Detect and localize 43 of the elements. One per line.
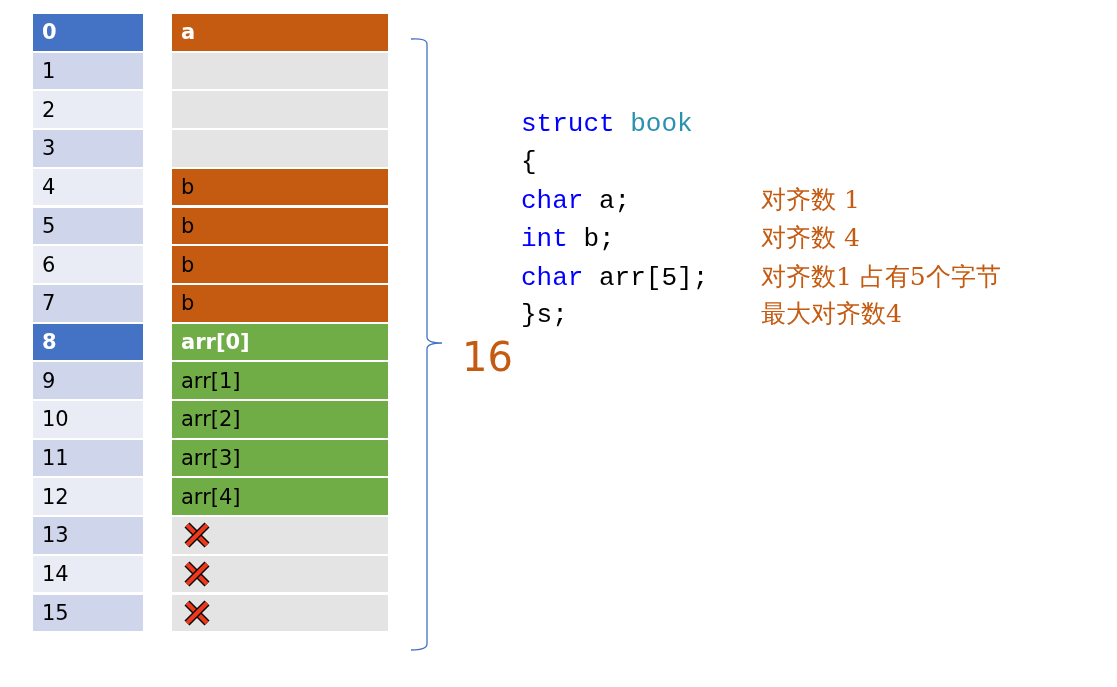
index-cell: 2: [33, 91, 143, 129]
code-comment: 对齐数 1: [761, 187, 860, 212]
code-comment: 最大对齐数4: [761, 301, 902, 326]
code-line: char arr[5];: [521, 265, 709, 291]
index-cell: 4: [33, 168, 143, 206]
memory-cell: a: [172, 14, 388, 51]
code-line: char a;: [521, 188, 631, 214]
memory-cell: [172, 52, 388, 90]
index-cell: 1: [33, 52, 143, 90]
code-line: }s;: [521, 302, 568, 328]
index-cell: 11: [33, 439, 143, 477]
code-line: int b;: [521, 226, 615, 252]
code-line: struct book: [521, 111, 693, 137]
index-cell: 15: [33, 594, 143, 632]
code-comment: 对齐数1 占有5个字节: [761, 264, 1001, 289]
memory-cell: [172, 594, 388, 632]
code-comment: 对齐数 4: [761, 225, 860, 250]
index-cell: 5: [33, 207, 143, 245]
memory-cell: arr[0]: [172, 323, 388, 361]
index-cell: 9: [33, 362, 143, 399]
index-cell: 8: [33, 323, 143, 361]
memory-cell: b: [172, 168, 388, 206]
memory-cell: arr[1]: [172, 362, 388, 399]
memory-cell: arr[2]: [172, 401, 388, 438]
index-cell: 10: [33, 401, 143, 438]
index-cell: 14: [33, 555, 143, 593]
index-cell: 7: [33, 284, 143, 322]
memory-cell: arr[3]: [172, 439, 388, 477]
memory-cell: [172, 91, 388, 129]
index-cell: 6: [33, 246, 143, 283]
memory-cell: b: [172, 207, 388, 245]
index-cell: 13: [33, 517, 143, 554]
memory-cell: [172, 517, 388, 554]
index-cell: 3: [33, 130, 143, 167]
total-size-label: 16: [462, 337, 513, 377]
code-line: {: [521, 149, 537, 175]
memory-cell: [172, 555, 388, 593]
index-cell: 0: [33, 14, 143, 51]
memory-cell: b: [172, 284, 388, 322]
memory-cell: [172, 130, 388, 167]
memory-cell: b: [172, 246, 388, 283]
memory-cell: arr[4]: [172, 478, 388, 516]
index-cell: 12: [33, 478, 143, 516]
